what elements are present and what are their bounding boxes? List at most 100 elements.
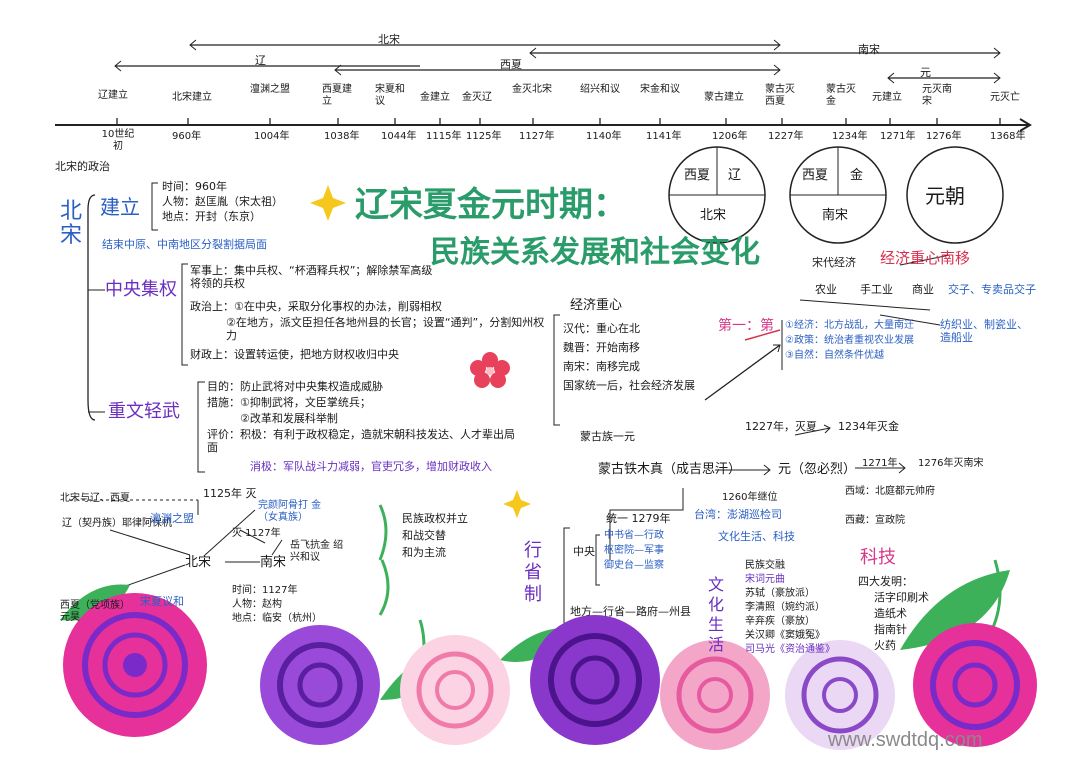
- event-label: 绍兴和议: [580, 84, 620, 95]
- event-label: 元灭南宋: [922, 84, 952, 107]
- sector-agriculture: 农业: [815, 283, 837, 296]
- mongol-1234: 1234年灭金: [838, 420, 899, 433]
- flower-icon: [470, 352, 510, 388]
- main-title: 辽宋夏金元时期：: [355, 185, 627, 225]
- date-label: 1140年: [586, 131, 622, 142]
- main-subtitle: 民族关系发展和社会变化: [430, 235, 760, 270]
- first-label: 第一：第: [718, 318, 774, 334]
- south-reasons: ①经济：北方战乱，大量南迁 ②政策：统治者重视农业发展 ③自然：自然条件优越: [785, 320, 914, 361]
- event-label: 北宋建立: [172, 92, 212, 103]
- yuefei-label: 岳飞抗金 绍兴和议: [290, 540, 344, 563]
- tech-items: 四大发明： 活字印刷术 造纸术 指南针 火药: [858, 575, 929, 652]
- tech-label: 科技: [860, 547, 896, 568]
- wenwu-label: 重文轻武: [108, 401, 180, 422]
- rose-icon: [260, 625, 380, 745]
- wenwu-measure-2: ②改革和发展科举制: [240, 412, 338, 425]
- sparkle-icon: [503, 490, 531, 518]
- liao-label: 辽（契丹族）耶律阿保机: [62, 518, 172, 529]
- politics-root: 北宋: [60, 199, 83, 248]
- south-economy-header: 宋代经济: [812, 256, 856, 269]
- economy-header: 经济重心: [570, 298, 623, 313]
- mongol-1227: 1227年，灭夏: [745, 420, 817, 433]
- economy-lines: 汉代：重心在北 魏晋：开始南移 南宋：南移完成 国家统一后，社会经济发展: [563, 322, 695, 392]
- date-label: 1368年: [990, 131, 1026, 142]
- circle-3: [906, 146, 1004, 244]
- mongol-leader: 蒙古铁木真（成吉思汗）: [598, 462, 742, 477]
- centralization-financial: 财政上：设置转运使，把地方财权收归中央: [190, 348, 399, 361]
- span-label-northsong: 北宋: [378, 33, 400, 46]
- xixia-label: 西夏（党项族）元昊: [60, 600, 130, 623]
- event-label: 澶渊之盟: [250, 84, 290, 95]
- date-label: 1206年: [712, 131, 748, 142]
- relations-note: 民族政权并立 和战交替 和为主流: [402, 512, 468, 559]
- wenwu-purpose: 目的：防止武将对中央集权造成威胁: [207, 380, 383, 393]
- date-label: 1127年: [519, 131, 555, 142]
- culture-items: 民族交融 宋词元曲 苏轼（豪放派） 李清照（婉约派） 辛弃疾（豪放） 关汉卿《窦…: [745, 560, 835, 655]
- rose-icon: [530, 615, 660, 745]
- circle-3-a: 元朝: [925, 184, 965, 208]
- culture-life: 文化生活、科技: [718, 530, 795, 543]
- centralization-political-2: ②在地方，派文臣担任各地州县的长官；设置“通判”，分割知州权力: [226, 316, 545, 342]
- event-label: 宋金和议: [640, 84, 680, 95]
- date-label: 1044年: [381, 131, 417, 142]
- province-unify: 统一 1279年: [606, 512, 671, 525]
- heyi-label: 宋夏议和: [140, 595, 184, 608]
- sector-commerce: 商业: [912, 283, 934, 296]
- event-label: 金建立: [420, 92, 450, 103]
- circle-1-b: 辽: [728, 168, 742, 183]
- wenwu-negative: 消极：军队战斗力减弱，官吏冗多，增加财政收入: [250, 460, 492, 473]
- centralization-military: 军事上：集中兵权、“杯酒释兵权”；解除禁军高级将领的兵权: [190, 264, 433, 290]
- founding-summary: 结束中原、中南地区分裂割据局面: [102, 238, 267, 251]
- circle-2-b: 金: [850, 168, 864, 183]
- rose-icon: [400, 635, 510, 745]
- span-label-yuan: 元: [920, 66, 931, 79]
- circle-2-c: 南宋: [822, 208, 849, 223]
- year-1127: 灭 1127年: [232, 528, 281, 539]
- date-label: 10世纪初: [101, 129, 135, 152]
- date-label: 960年: [172, 131, 202, 142]
- mongol-1260: 1260年继位: [722, 492, 778, 503]
- span-label-liao: 辽: [255, 54, 266, 67]
- northsong-node: 北宋: [185, 555, 212, 570]
- rose-icon: [913, 623, 1037, 747]
- south-outcome: 纺织业、制瓷业、造船业: [940, 318, 1028, 344]
- event-label: 辽建立: [98, 90, 128, 101]
- date-label: 1271年: [880, 131, 916, 142]
- rose-icon: [63, 593, 207, 737]
- date-label: 1234年: [832, 131, 868, 142]
- event-label: 西夏建立: [322, 84, 352, 107]
- southsong-info: 时间：1127年 人物：赵构 地点：临安（杭州）: [232, 585, 322, 624]
- commerce-note: 交子、专卖品交子: [948, 283, 1036, 296]
- mongol-taiwan: 台湾：澎湖巡检司: [694, 508, 782, 521]
- chanyuan-label: 澶渊之盟: [150, 512, 194, 525]
- mongol-kublai: 元（忽必烈）: [778, 462, 857, 477]
- event-label: 元灭亡: [990, 92, 1020, 103]
- event-label: 蒙古灭西夏: [765, 84, 795, 107]
- relations-header: 北宋与辽、西夏: [60, 493, 130, 504]
- mongol-1271: 1271年: [862, 458, 898, 469]
- watermark: www.swdtdq.com: [828, 729, 983, 751]
- province-label: 行省制: [524, 540, 542, 605]
- event-label: 元建立: [872, 92, 902, 103]
- south-economy-title: 经济重心南移: [880, 249, 971, 267]
- jin-label: 完颜阿骨打 金（女真族）: [258, 500, 322, 523]
- event-label: 宋夏和议: [375, 84, 405, 107]
- circle-2-a: 西夏: [802, 168, 829, 183]
- culture-label: 文化生活: [708, 575, 725, 654]
- southsong-node: 南宋: [260, 555, 287, 570]
- rose-icon: [660, 640, 770, 750]
- span-label-southsong: 南宋: [858, 43, 880, 56]
- circle-1-c: 北宋: [700, 208, 727, 223]
- date-label: 1125年: [466, 131, 502, 142]
- date-label: 1038年: [324, 131, 360, 142]
- wenwu-evaluation: 评价：积极：有利于政权稳定，造就宋朝科技发达、人才辈出局面: [207, 428, 515, 454]
- date-label: 1141年: [646, 131, 682, 142]
- centralization-label: 中央集权: [105, 279, 177, 300]
- politics-header: 北宋的政治: [55, 160, 110, 173]
- wenwu-measure-1: 措施：①抑制武将，文臣掌统兵；: [207, 396, 371, 409]
- mongol-1276: 1276年灭南宋: [918, 458, 984, 469]
- mongol-tibet: 西藏：宣政院: [845, 515, 905, 526]
- sparkle-icon: [310, 185, 346, 221]
- province-local: 地方—行省—路府—州县: [570, 605, 691, 618]
